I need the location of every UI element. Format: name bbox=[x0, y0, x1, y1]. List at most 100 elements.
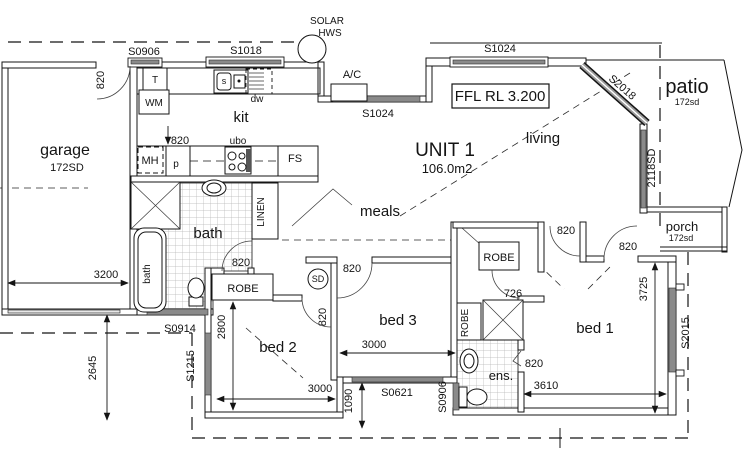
solar-hws-unit bbox=[297, 34, 327, 64]
door-bed2 bbox=[301, 297, 332, 328]
robe-bed2-label: ROBE bbox=[227, 283, 258, 295]
laundry-tub-label: T bbox=[152, 75, 158, 86]
manhole-label: MH bbox=[141, 155, 158, 167]
window-label-s0914: S0914 bbox=[164, 323, 196, 335]
dim-3725-label: 3725 bbox=[638, 277, 650, 301]
window-s2015-bed1 bbox=[668, 287, 677, 373]
door-820-ens-label: 820 bbox=[525, 358, 543, 370]
bath-basin bbox=[201, 179, 227, 197]
dishwasher-label: dw bbox=[251, 94, 265, 105]
dim-3200-label: 3200 bbox=[94, 269, 118, 281]
door-726-robe-label: 726 bbox=[504, 288, 522, 300]
robe-bed1 bbox=[478, 241, 520, 271]
manhole bbox=[137, 146, 164, 174]
washing-machine bbox=[138, 89, 170, 115]
bed3-label: bed 3 bbox=[379, 312, 417, 329]
washing-machine-label: WM bbox=[145, 98, 163, 109]
window-label-s1024-family: S1024 bbox=[362, 108, 394, 120]
door-820-kitchen-label: 820 bbox=[171, 135, 189, 147]
door-820-bed3-label: 820 bbox=[343, 263, 361, 275]
fridge-space-label: FS bbox=[288, 153, 302, 165]
fixtures bbox=[130, 34, 524, 408]
kitchen-bench bbox=[136, 67, 321, 95]
smoke-detector-label: SD bbox=[312, 274, 325, 284]
ffl-box bbox=[451, 83, 550, 109]
kitchen-sink bbox=[213, 69, 249, 94]
window-label-s0621: S0621 bbox=[381, 387, 413, 399]
ens-basin bbox=[459, 348, 479, 374]
porch-size-label: 172sd bbox=[669, 233, 694, 243]
oven-label: ubo bbox=[230, 136, 247, 147]
unit-name-label: UNIT 1 bbox=[415, 140, 475, 161]
window-label-s1024-living: S1024 bbox=[484, 43, 516, 55]
sliding-door-2118sd bbox=[640, 129, 647, 209]
window-label-s1215: S1215 bbox=[185, 350, 197, 382]
door-820-hall-label: 820 bbox=[557, 225, 575, 237]
dim-2645-label: 2645 bbox=[87, 356, 99, 380]
window-label-s0906-ens: S0906 bbox=[437, 381, 449, 413]
door-bath bbox=[221, 240, 253, 272]
linen-label: LINEN bbox=[256, 197, 267, 226]
dishwasher bbox=[245, 68, 273, 95]
robe-bed3-label: ROBE bbox=[460, 309, 471, 338]
door-bed3 bbox=[336, 262, 373, 299]
patio-size-label: 172sd bbox=[675, 97, 700, 107]
boundary-lines bbox=[0, 41, 743, 448]
door-820-garage-label: 820 bbox=[95, 71, 107, 89]
bath-room-label: bath bbox=[193, 225, 222, 242]
bath-toilet bbox=[187, 277, 205, 307]
door-bed1-hall bbox=[549, 225, 581, 257]
smoke-detector bbox=[307, 268, 329, 290]
window-s2018-living bbox=[579, 62, 650, 126]
garage-door-label: 172SD bbox=[50, 162, 84, 174]
hws-label: HWS bbox=[318, 28, 342, 39]
ensuite-label: ens. bbox=[489, 368, 514, 383]
dim-2800-label: 2800 bbox=[216, 315, 228, 339]
window-s0906-ens bbox=[452, 382, 460, 411]
robe-bed3 bbox=[456, 302, 482, 341]
dimension-lines bbox=[7, 262, 667, 429]
door-820-bath-label: 820 bbox=[232, 257, 250, 269]
shower-ens bbox=[482, 299, 524, 341]
bed2-label: bed 2 bbox=[259, 339, 297, 356]
kitchen-label: kit bbox=[234, 109, 250, 126]
labels: SOLAR HWS S0906 S1018 T WM A/C S1024 S10… bbox=[40, 16, 709, 413]
door-820-bed2-label: 820 bbox=[317, 308, 329, 326]
dim-3000-bed3-label: 3000 bbox=[362, 339, 386, 351]
bed1-label: bed 1 bbox=[576, 320, 614, 337]
windows bbox=[127, 56, 685, 411]
door-ens bbox=[512, 350, 522, 367]
unit-area-label: 106.0m2 bbox=[422, 161, 473, 176]
pantry-label: p bbox=[173, 159, 179, 170]
window-s0621-bed3 bbox=[351, 376, 444, 383]
shower-bath bbox=[130, 181, 181, 230]
window-label-s0906: S0906 bbox=[128, 46, 160, 58]
sink-label: s bbox=[222, 76, 227, 86]
bathtub bbox=[133, 227, 167, 313]
robe-bed2 bbox=[211, 273, 274, 301]
door-820-porch-label: 820 bbox=[619, 241, 637, 253]
solar-label: SOLAR bbox=[310, 16, 344, 27]
window-s1215-bed2 bbox=[204, 332, 212, 396]
kitchen-island-bench bbox=[136, 145, 319, 177]
ffl-label: FFL RL 3.200 bbox=[455, 88, 546, 105]
door-robe-bed1 bbox=[491, 269, 521, 299]
doors bbox=[96, 65, 638, 367]
dim-3610-label: 3610 bbox=[534, 380, 558, 392]
ac-unit bbox=[330, 83, 368, 102]
patio-label: patio bbox=[665, 76, 708, 98]
door-porch-entry bbox=[603, 225, 638, 260]
living-label: living bbox=[526, 130, 560, 147]
ac-label: A/C bbox=[343, 69, 361, 81]
robe-bed1-label: ROBE bbox=[483, 252, 514, 264]
linen-cupboard bbox=[251, 182, 279, 240]
window-label-s1018: S1018 bbox=[230, 45, 262, 57]
cooktop bbox=[224, 146, 252, 175]
garage-label: garage bbox=[40, 142, 90, 159]
dim-1090-label: 1090 bbox=[343, 389, 355, 413]
porch-label: porch bbox=[666, 219, 699, 234]
ens-toilet bbox=[458, 386, 488, 408]
door-garage-rear bbox=[96, 65, 131, 100]
